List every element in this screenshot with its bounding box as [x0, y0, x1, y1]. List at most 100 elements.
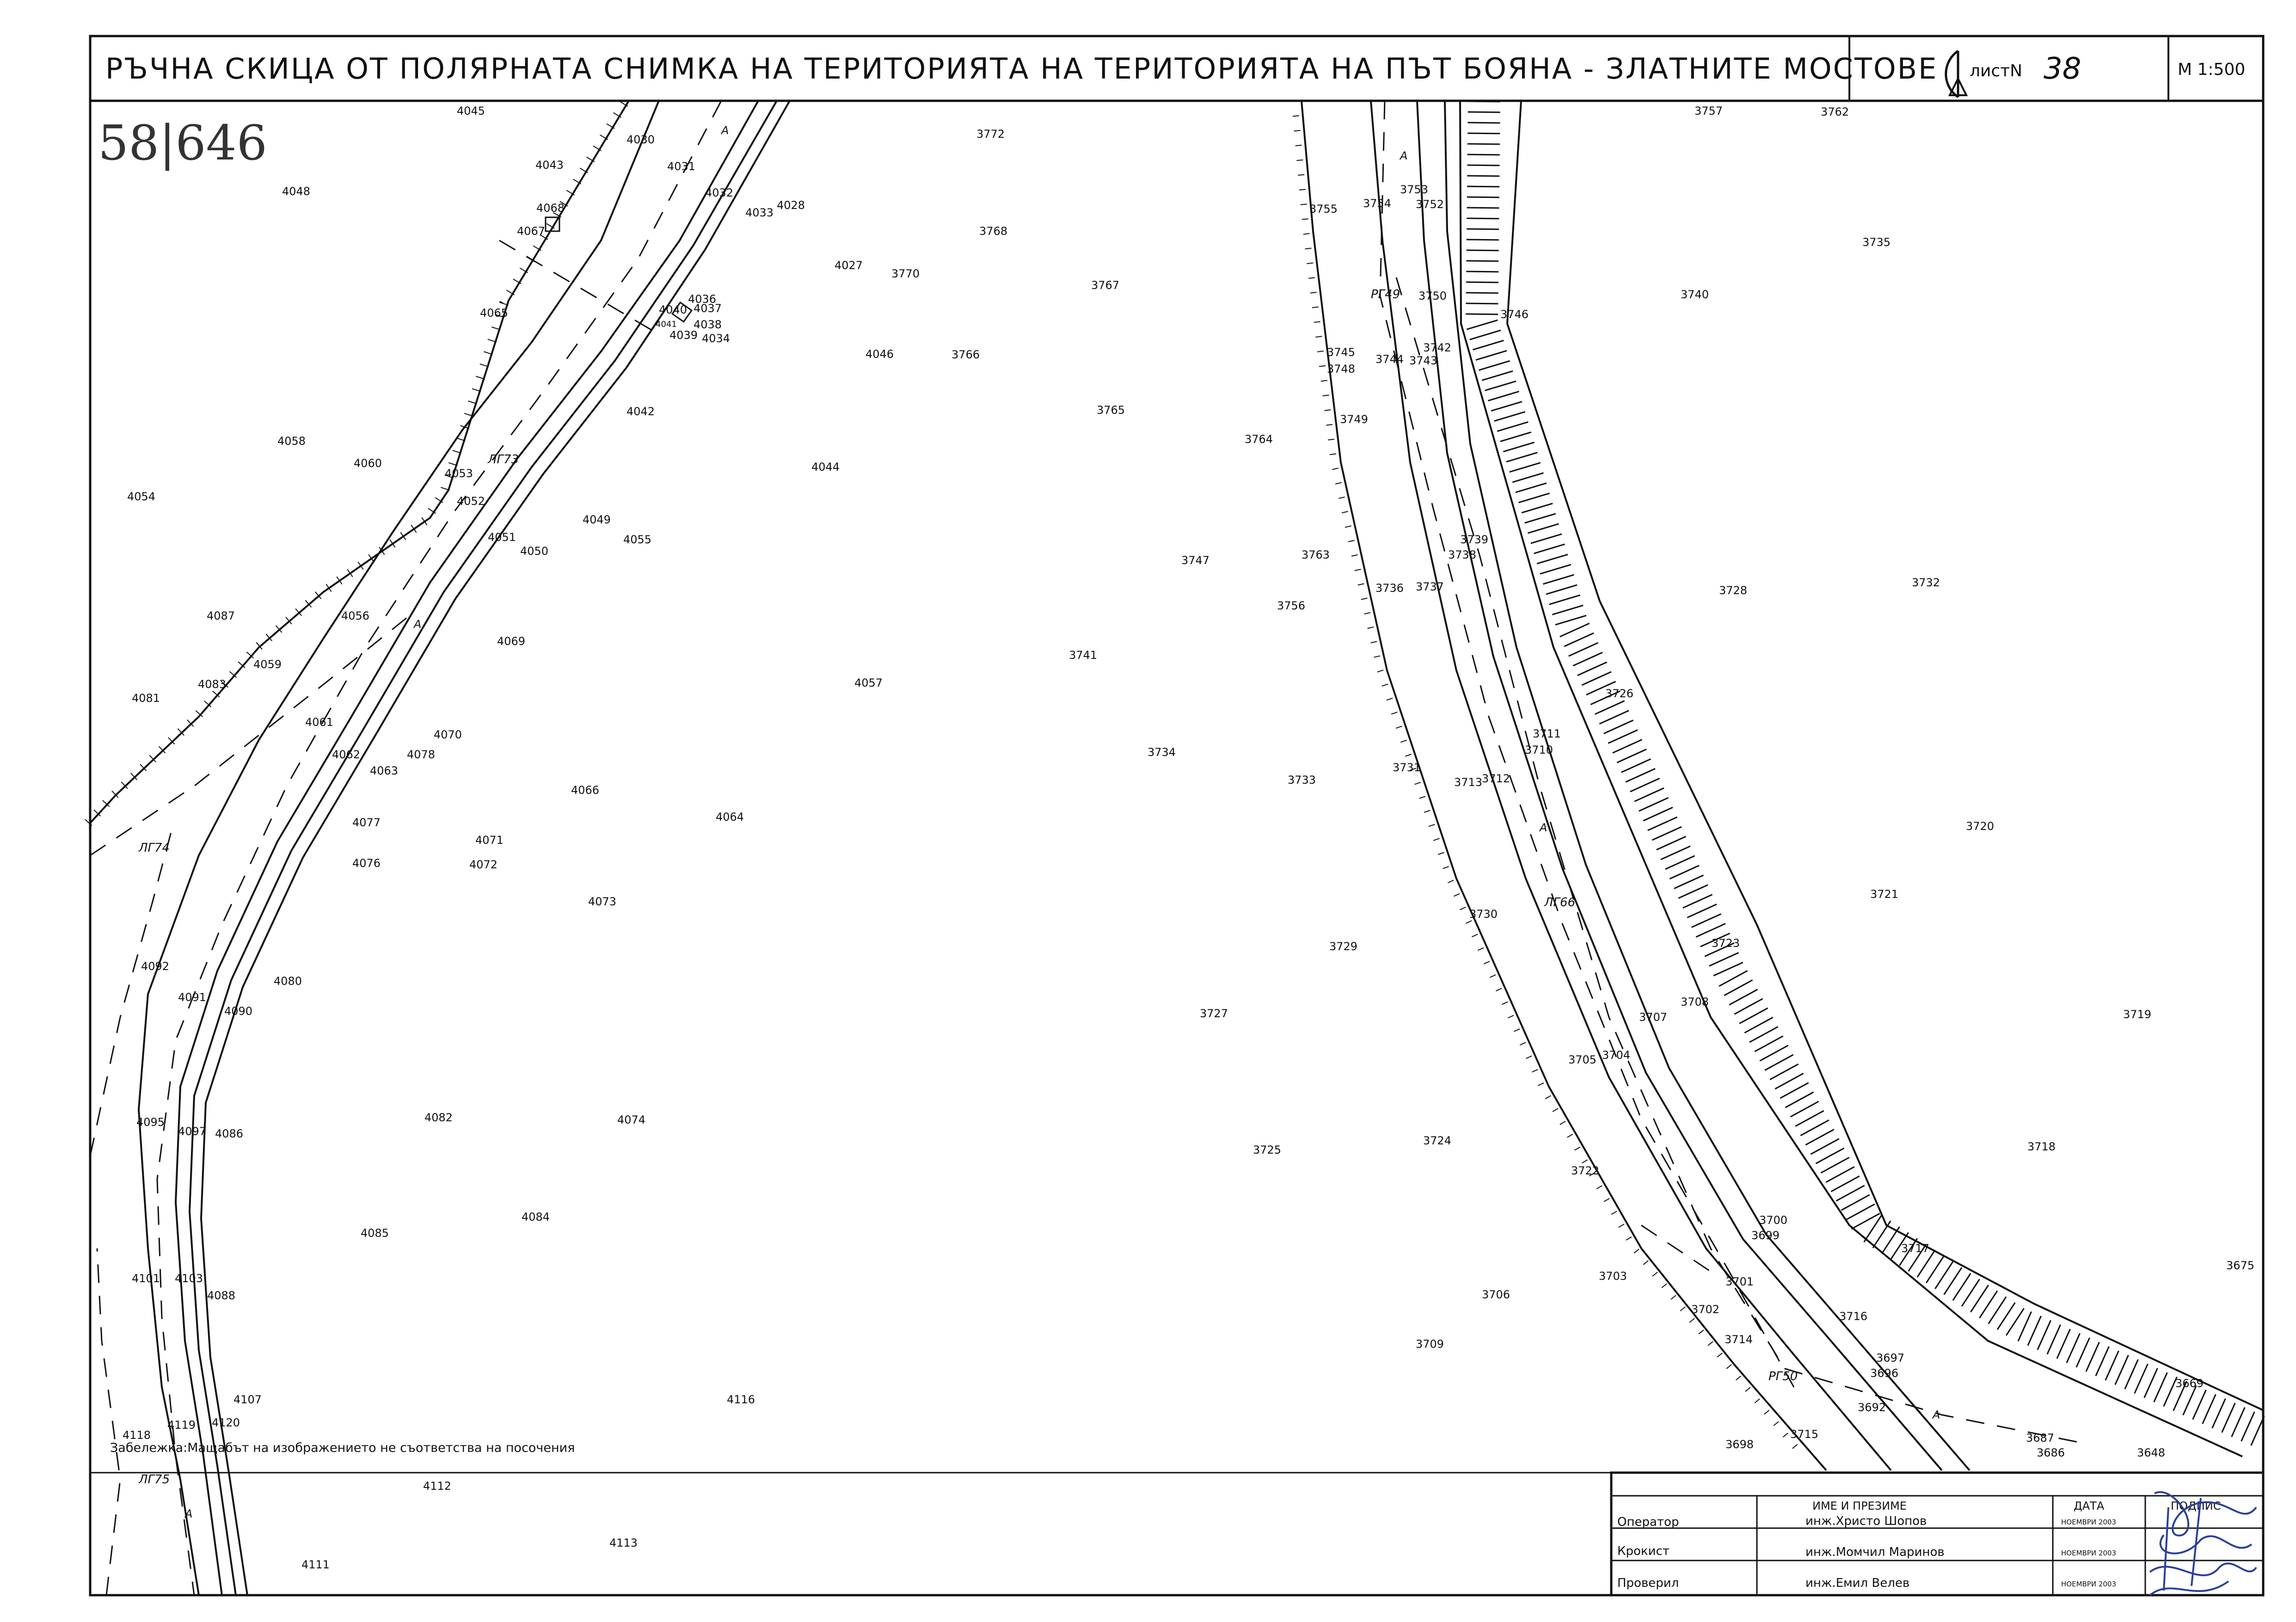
point-label: 4085: [361, 1227, 389, 1240]
point-label: 4050: [520, 545, 548, 558]
point-label: 3768: [979, 225, 1007, 238]
point-label: 3706: [1482, 1288, 1510, 1301]
point-label: 4086: [215, 1127, 243, 1140]
point-label: 4056: [341, 609, 369, 622]
point-label: 4043: [535, 159, 564, 172]
point-label: 4044: [811, 461, 840, 473]
point-label: 4034: [702, 332, 730, 345]
point-label: 4037: [694, 302, 722, 315]
point-label: 4062: [332, 748, 360, 761]
scale-note: Забележка:Мащабът на изображението не съ…: [110, 1441, 575, 1455]
sheet-title: РЪЧНА СКИЦА ОТ ПОЛЯРНАТА СНИМКА НА ТЕРИТ…: [105, 52, 1938, 86]
table-header-name: ИМЕ И ПРЕЗИМЕ: [1812, 1499, 1907, 1512]
left-road-marker-box-2: [671, 301, 693, 323]
point-label: 3732: [1912, 576, 1940, 589]
point-label: 4095: [136, 1116, 165, 1129]
area-mark: А: [1399, 149, 1407, 162]
point-label: 4063: [370, 764, 398, 777]
point-label: 3741: [1069, 649, 1097, 662]
point-label: 4055: [623, 533, 651, 546]
point-label: 4033: [745, 206, 774, 219]
point-label: 3705: [1568, 1053, 1596, 1066]
point-label: 4083: [198, 678, 226, 691]
point-label: 3722: [1571, 1164, 1599, 1177]
point-labels-right: 3757 3762 3746 3735 3740 3728 3732 3726 …: [1500, 104, 2254, 1390]
signatures-scribble: [2149, 1491, 2257, 1596]
point-label: 3742: [1423, 341, 1451, 354]
point-label: 3737: [1416, 580, 1444, 593]
point-label: 4039: [669, 329, 698, 342]
point-label: 3675: [2226, 1259, 2254, 1272]
point-label: 4103: [175, 1272, 203, 1285]
point-label: 3752: [1416, 198, 1444, 211]
point-label: 4077: [352, 816, 381, 829]
point-label: 4090: [224, 1005, 252, 1018]
point-label: 4113: [609, 1536, 638, 1549]
role-sketcher: Крокист: [1617, 1544, 1670, 1558]
point-label: 4069: [497, 635, 525, 648]
point-label: 4097: [178, 1125, 206, 1138]
point-label: 3746: [1500, 308, 1529, 321]
point-label: 3715: [1790, 1428, 1818, 1441]
point-label: 4118: [123, 1429, 151, 1442]
point-label: 4041: [656, 319, 677, 329]
point-label: 3703: [1599, 1270, 1627, 1283]
left-road-hatched-embankment: [82, 100, 630, 829]
point-label: 3730: [1469, 908, 1498, 921]
role-checker: Проверил: [1617, 1576, 1679, 1590]
station-labels: ЛГ73 ЛГ74 ЛГ75 РГ49 ЛГ66 РГ50: [138, 288, 1798, 1487]
area-mark: А: [720, 124, 729, 137]
point-label: 4030: [626, 133, 655, 146]
point-label: 3744: [1375, 353, 1404, 366]
point-label: 3743: [1409, 354, 1437, 367]
point-label: 3708: [1681, 995, 1709, 1008]
point-label: 3770: [891, 267, 920, 280]
point-label: 3728: [1719, 584, 1747, 597]
point-label: 3704: [1602, 1049, 1630, 1062]
right-road-edges: [1301, 100, 2264, 1471]
point-label: 4046: [866, 348, 894, 361]
point-label: 3648: [2137, 1446, 2165, 1459]
point-label: 3762: [1821, 105, 1849, 118]
point-labels-middle: 3772 3768 3770 3767 3766 3765 3764 3747 …: [891, 128, 1451, 1156]
point-label: 4031: [667, 160, 695, 173]
outer-frame: [89, 35, 2265, 1597]
point-label: 4032: [705, 186, 733, 199]
role-operator: Оператор: [1617, 1515, 1679, 1529]
handwritten-reference: 58|646: [98, 115, 267, 171]
point-label: 3711: [1533, 727, 1561, 740]
point-label: 3749: [1340, 413, 1368, 426]
point-label: 3669: [2175, 1377, 2204, 1390]
point-label: 3745: [1327, 346, 1355, 359]
point-label: 3698: [1725, 1438, 1754, 1451]
point-label: 3757: [1694, 104, 1723, 117]
point-label: 3712: [1482, 772, 1510, 785]
point-label: 4049: [583, 513, 611, 526]
point-label: 3740: [1681, 288, 1709, 301]
point-label: 3724: [1423, 1134, 1451, 1147]
point-label: 3721: [1870, 888, 1898, 901]
point-label: 4028: [777, 199, 805, 212]
station-rg49: РГ49: [1371, 288, 1400, 301]
point-label: 4053: [445, 467, 473, 480]
point-label: 3735: [1862, 236, 1891, 249]
point-label: 4065: [480, 307, 508, 319]
point-label: 3764: [1245, 433, 1273, 446]
point-label: 3702: [1691, 1303, 1719, 1316]
point-label: 4088: [207, 1289, 235, 1302]
point-label: 4073: [588, 895, 616, 908]
point-label: 3697: [1876, 1352, 1904, 1364]
point-label: 3699: [1751, 1229, 1780, 1242]
point-label: 3767: [1091, 279, 1119, 292]
point-label: 4080: [274, 975, 302, 988]
station-lg75: ЛГ75: [138, 1473, 170, 1487]
name-sketcher: инж.Момчил Маринов: [1805, 1545, 1945, 1559]
point-label: 4059: [253, 658, 282, 671]
point-label: 4048: [282, 185, 310, 198]
area-marks: А А А А А А: [184, 124, 1940, 1520]
point-label: 4074: [617, 1113, 645, 1126]
point-label: 3731: [1393, 761, 1421, 774]
point-label: 4070: [434, 728, 462, 741]
point-label: 3687: [2026, 1432, 2054, 1444]
